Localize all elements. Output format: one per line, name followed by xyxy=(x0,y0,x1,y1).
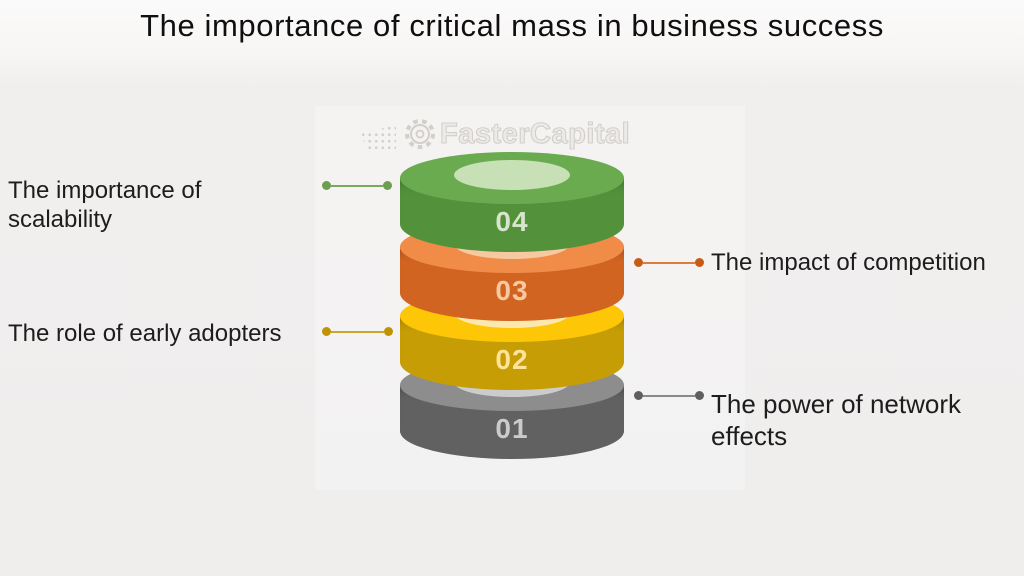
level-03-number: 03 xyxy=(495,275,529,306)
label-importance-of-scalability: The importance of scalability xyxy=(8,177,202,233)
leader-dot xyxy=(695,391,704,400)
leader-dot xyxy=(383,181,392,190)
stack-level-04: 04 xyxy=(400,152,624,312)
leader-line xyxy=(331,330,384,333)
label-power-of-network-effects: The power of network effects xyxy=(711,389,962,451)
leader-line xyxy=(643,261,695,264)
label-role-of-early-adopters: The role of early adopters xyxy=(8,320,282,347)
stack-level-03: 03 xyxy=(400,221,624,381)
level-01-number: 01 xyxy=(495,413,529,444)
leader-dot xyxy=(634,391,643,400)
level-04-hole xyxy=(454,160,570,190)
leader-line-level-03 xyxy=(634,258,704,267)
page-title: The importance of critical mass in busin… xyxy=(140,8,884,43)
leader-dot xyxy=(322,327,331,336)
leader-line xyxy=(331,184,383,187)
leader-line-level-04 xyxy=(322,181,392,190)
leader-dot xyxy=(322,181,331,190)
speed-dots-icon xyxy=(360,125,396,149)
leader-line-level-01 xyxy=(634,391,704,400)
watermark: FasterCapital xyxy=(360,114,630,154)
label-impact-of-competition: The impact of competition xyxy=(711,249,986,276)
leader-dot xyxy=(634,258,643,267)
gear-icon xyxy=(405,119,435,149)
leader-line xyxy=(643,394,695,397)
level-02-number: 02 xyxy=(495,344,529,375)
watermark-brand-text: FasterCapital xyxy=(439,117,631,150)
leader-line-level-02 xyxy=(322,327,393,336)
level-04-number: 04 xyxy=(495,206,529,237)
leader-dot xyxy=(384,327,393,336)
leader-dot xyxy=(695,258,704,267)
